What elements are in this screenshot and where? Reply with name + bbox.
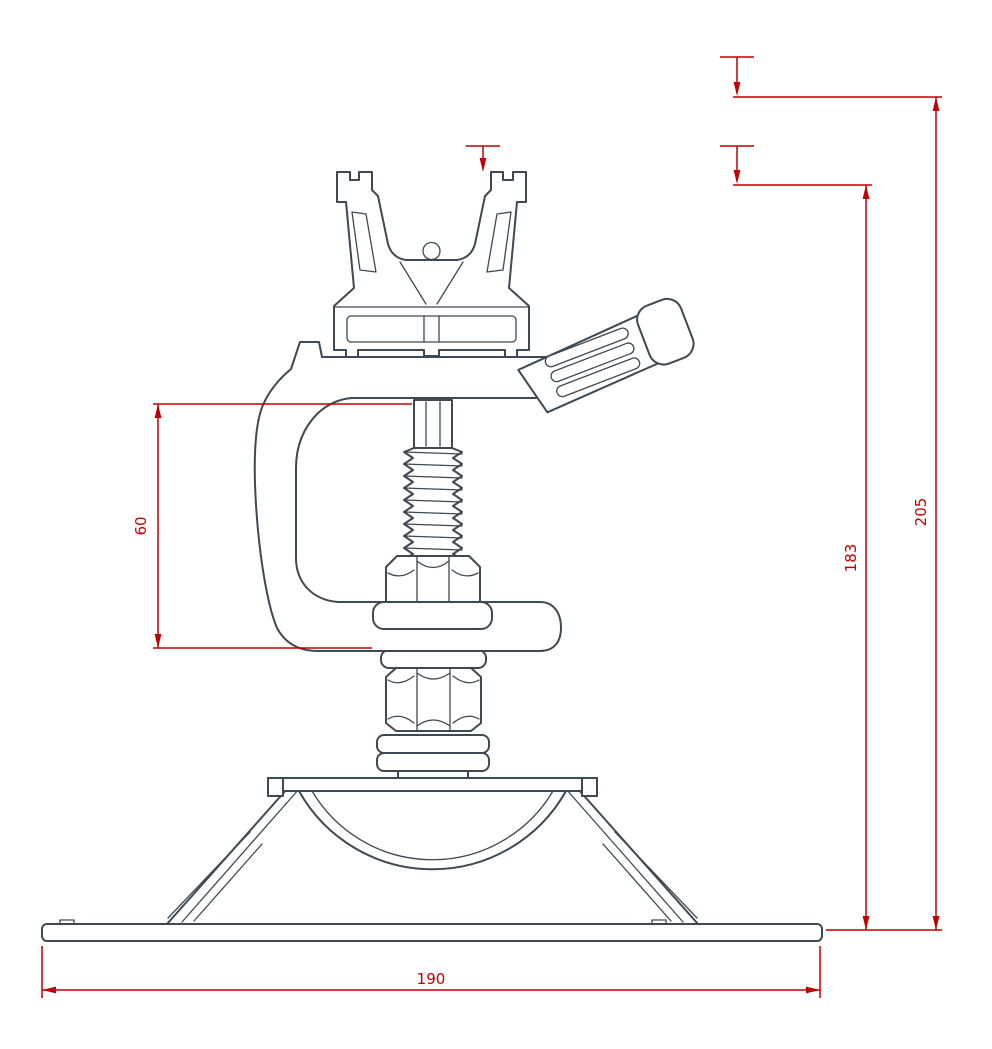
lower-hex-nut-chamfers [387, 672, 480, 727]
clamp-arm-slot-1 [544, 327, 629, 368]
upper-hex-nut [385, 555, 481, 603]
spindle-shank [413, 399, 453, 449]
datum-marker-lower-lines [720, 145, 754, 170]
dimension-60: 60 [132, 403, 412, 649]
dimension-183-arrow-top [862, 185, 870, 199]
datum-markers [466, 56, 754, 184]
support-plate-body [267, 777, 598, 792]
pedestal-outline [166, 788, 699, 925]
dimension-205-arrow-top [932, 97, 940, 111]
dome-inner-arc [311, 790, 554, 861]
rail-outline [333, 171, 530, 359]
lower-hex-nut-facets [416, 667, 451, 732]
support-plate-tab-left [267, 777, 284, 797]
upper-hex-nut-outline [385, 555, 481, 603]
clamp-arm-end-cap [636, 297, 695, 366]
spindle-shank-lines [425, 401, 441, 447]
rail-base-hollow [346, 315, 517, 343]
dimension-183-arrow-bottom [862, 916, 870, 930]
clamp-arm [517, 297, 695, 414]
dome-outer-arc [298, 790, 567, 871]
lower-hex-nut-outline [385, 667, 482, 732]
base-plate-weld-tabs [59, 919, 667, 925]
dimension-183-label: 183 [842, 544, 860, 573]
support-plate [267, 777, 598, 797]
dome-washer [298, 790, 567, 871]
rail-profile [333, 171, 530, 359]
base-plate [41, 919, 823, 942]
dimension-190-arrow-left [42, 986, 56, 994]
base-plate-outline [41, 923, 823, 942]
dimension-190-arrow-right [806, 986, 820, 994]
dimension-183: 183 [733, 184, 872, 930]
clamp-arm-slot-2 [550, 342, 635, 383]
dimension-190-label: 190 [417, 970, 446, 988]
datum-marker-upper-lines [720, 56, 754, 82]
datum-marker-rail-top-arrow [479, 158, 487, 172]
threaded-spindle [403, 399, 463, 559]
dimension-205-arrow-bottom [932, 916, 940, 930]
dimension-205: 205 [733, 96, 942, 931]
rail-base-divider [423, 315, 440, 343]
pedestal [166, 788, 699, 925]
washer-upper [376, 734, 490, 754]
washer-lower [376, 752, 490, 772]
rail-leg-hollow-left [351, 211, 377, 273]
dimension-60-extension-lines [153, 403, 412, 649]
upper-hex-nut-chamfers [387, 560, 479, 577]
datum-marker-lower-arrow [733, 170, 741, 184]
thread-right-edge [451, 447, 463, 559]
support-plate-tab-right [581, 777, 598, 797]
rail-leg-hollow-right [486, 211, 512, 273]
washer-stack [376, 734, 490, 772]
pedestal-inner-walls [181, 788, 684, 923]
collar-washer [380, 649, 487, 669]
clamp-arm-slot-3 [556, 357, 641, 398]
thread-left-edge [403, 447, 415, 559]
dimension-60-label: 60 [132, 516, 150, 535]
upper-hex-nut-facets [416, 555, 450, 603]
rail-web-lines [333, 261, 530, 308]
swivel-washer [372, 601, 493, 630]
dimension-60-arrow-bottom [154, 634, 162, 648]
dimension-205-label: 205 [912, 498, 930, 527]
dimension-60-arrow-top [154, 404, 162, 418]
thread-crest-lines [403, 451, 463, 551]
datum-marker-rail-top-lines [466, 145, 500, 158]
datum-marker-upper-arrow [733, 82, 741, 96]
lower-hex-nut [385, 667, 482, 732]
pedestal-ribs [167, 831, 698, 922]
rail-screw-channel [422, 241, 441, 261]
dimension-190: 190 [41, 946, 821, 998]
